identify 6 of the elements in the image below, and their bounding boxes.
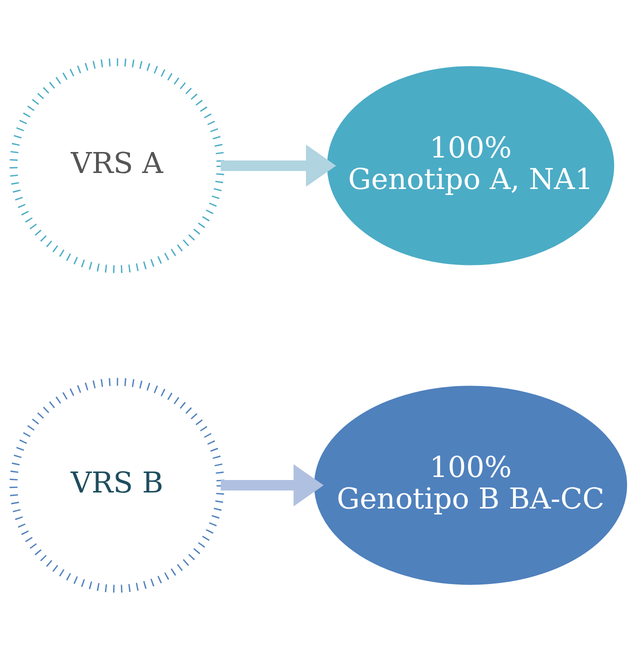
- arrow: [220, 144, 336, 186]
- node-circle: VRS B: [10, 377, 224, 592]
- node-ellipse: 100% Genotipo B BA-CC: [314, 385, 628, 584]
- arrow: [220, 464, 324, 506]
- node-circle: VRS A: [10, 58, 224, 273]
- node-ellipse: 100% Genotipo A, NA1: [327, 66, 614, 265]
